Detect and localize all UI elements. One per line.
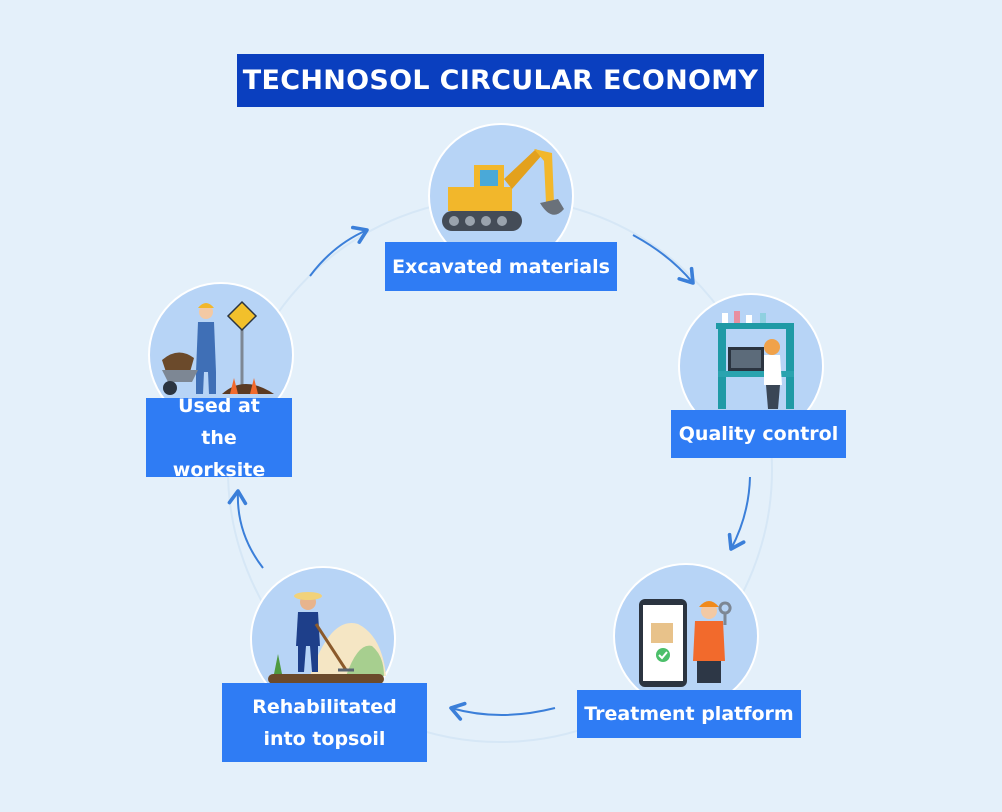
page-title: TECHNOSOL CIRCULAR ECONOMY — [237, 54, 764, 107]
wheelbarrow-worker-icon — [148, 282, 294, 428]
gardener-icon — [250, 566, 396, 712]
step-treatment-platform: Treatment platform — [577, 690, 801, 738]
laboratory-icon — [678, 293, 824, 439]
step-label: Used at the worksite — [172, 394, 266, 481]
arrow-quality-to-treatment — [727, 476, 751, 551]
arrow-topsoil-to-worksite — [227, 489, 264, 569]
step-label: Quality control — [678, 423, 839, 445]
arrow-excavated-to-quality — [632, 234, 695, 285]
arrow-worksite-to-excavated — [309, 225, 369, 277]
tablet-worker-icon — [613, 563, 759, 709]
step-rehabilitated-into-topsoil: Rehabilitated into topsoil — [222, 683, 427, 762]
step-label: Excavated materials — [392, 255, 610, 278]
excavator-icon — [428, 123, 574, 269]
arrow-treatment-to-topsoil — [449, 701, 556, 721]
step-used-at-worksite: Used at the worksite — [146, 395, 292, 481]
step-quality-control: Quality control — [671, 410, 846, 458]
step-label: Treatment platform — [584, 703, 794, 725]
step-excavated-materials: Excavated materials — [385, 242, 617, 291]
step-label: Rehabilitated into topsoil — [252, 695, 397, 750]
